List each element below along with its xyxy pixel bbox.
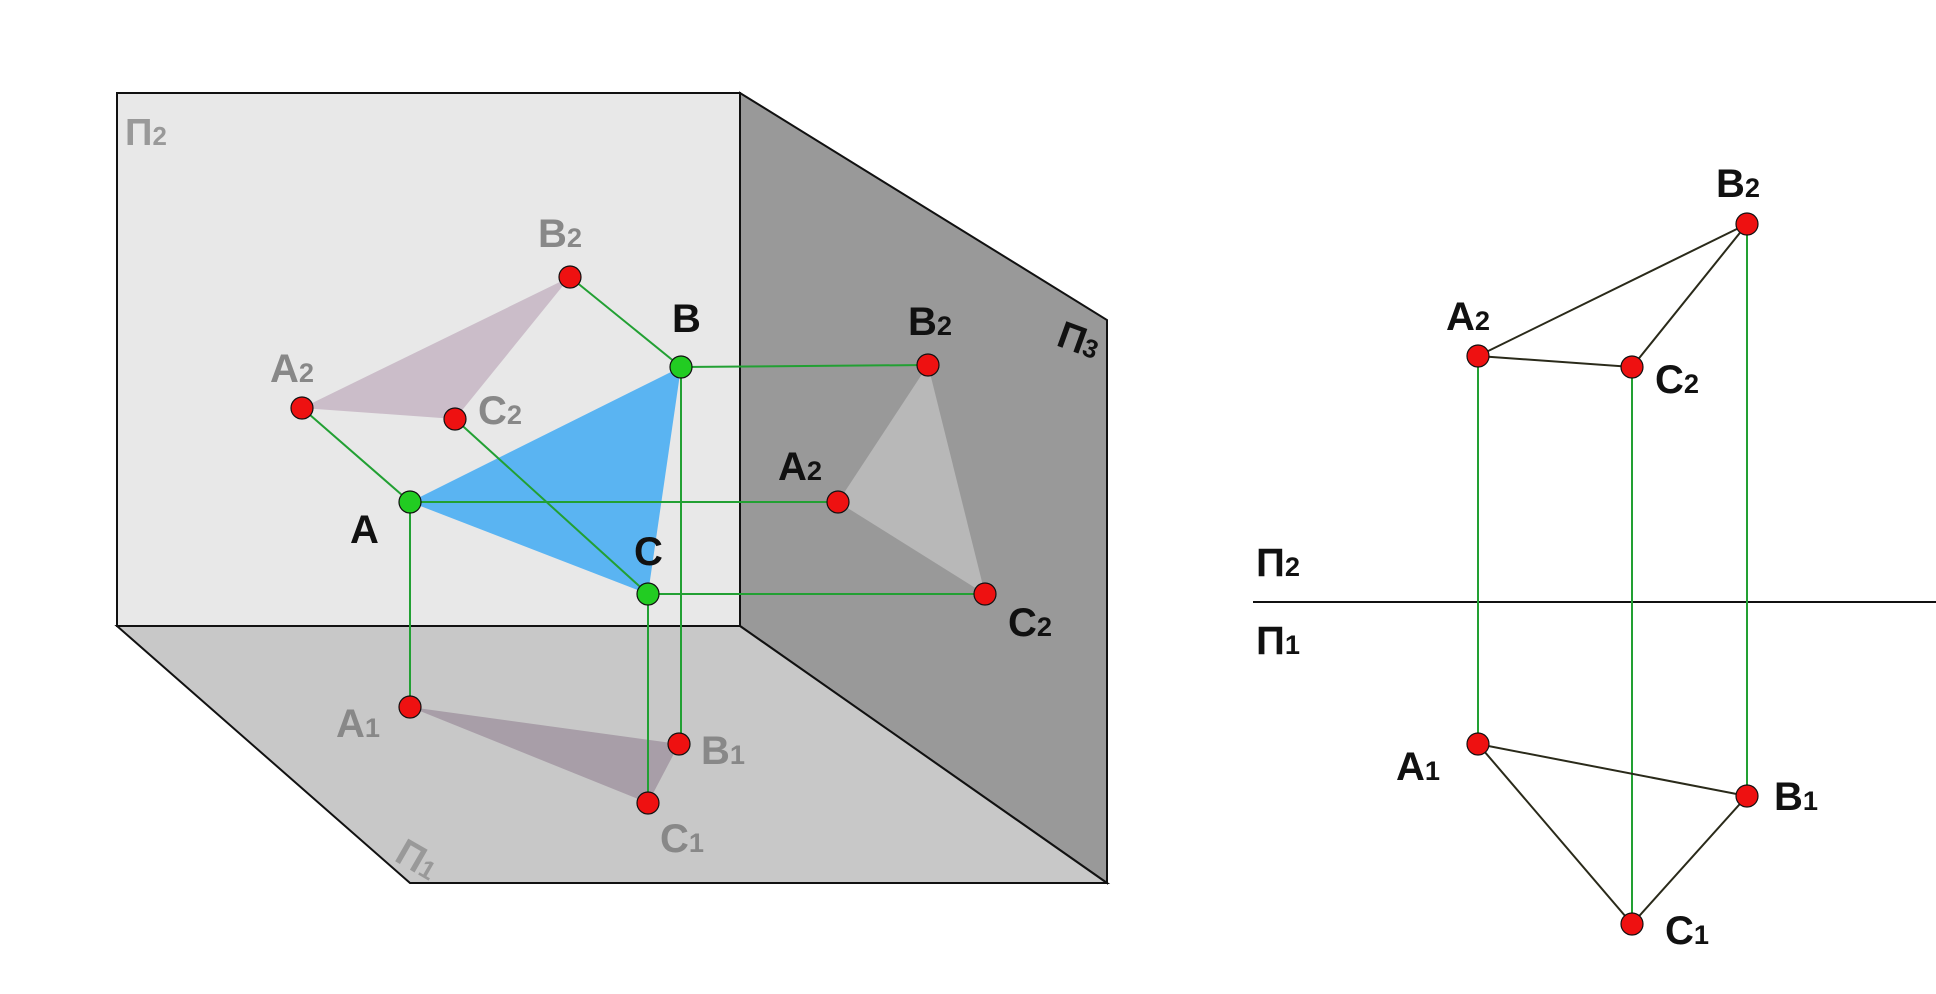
- point-b1-bottom: [667, 732, 691, 756]
- epure-label-a1: A1: [1396, 745, 1440, 789]
- point-b: [669, 355, 693, 379]
- epure-triangle-lower: [1475, 742, 1749, 926]
- point-a2-front: [290, 396, 314, 420]
- label-a2-front: A2: [270, 347, 314, 391]
- epure-point-a2: [1466, 344, 1490, 368]
- epure-label-b1: B1: [1774, 775, 1818, 819]
- point-c2-side: [973, 582, 997, 606]
- epure-label-c1: C1: [1665, 909, 1709, 953]
- epure-point-c2: [1620, 355, 1644, 379]
- epure-point-a1: [1466, 732, 1490, 756]
- point-b2-side: [916, 353, 940, 377]
- link-lines-3d: [301, 276, 985, 803]
- epure: Π2 Π1 B2 A2 C2 A1 B1 C1: [1253, 162, 1936, 953]
- label-a1-bottom: A1: [336, 702, 380, 746]
- label-b2-front: B2: [538, 212, 582, 256]
- point-c: [636, 582, 660, 606]
- epure-axis-label-bottom: Π1: [1256, 619, 1300, 663]
- triangle-front-projection: [302, 277, 570, 419]
- point-c2-front: [443, 407, 467, 431]
- label-c: C: [634, 530, 663, 574]
- label-plane-front: Π2: [125, 112, 167, 154]
- epure-triangle-upper: [1474, 223, 1748, 369]
- point-a2-side: [826, 490, 850, 514]
- points-side-projection: [826, 353, 997, 606]
- point-c1-bottom: [636, 791, 660, 815]
- point-b2-front: [558, 265, 582, 289]
- point-a: [398, 490, 422, 514]
- epure-label-c2: C2: [1655, 358, 1699, 402]
- epure-label-a2: A2: [1446, 295, 1490, 339]
- label-c1-bottom: C1: [660, 817, 704, 861]
- label-b1-bottom: B1: [701, 729, 745, 773]
- triangle-abc: [410, 367, 681, 594]
- label-c2-front: C2: [478, 389, 522, 433]
- triangle-bottom-projection: [410, 707, 679, 803]
- label-b2-side: B2: [908, 300, 952, 344]
- point-a1-bottom: [398, 695, 422, 719]
- triangle-side-projection: [838, 365, 985, 594]
- label-a2-side: A2: [778, 445, 822, 489]
- epure-point-c1: [1620, 912, 1644, 936]
- points-bottom-projection: [398, 695, 691, 815]
- epure-axis-label-top: Π2: [1256, 541, 1300, 585]
- label-c2-side: C2: [1008, 601, 1052, 645]
- link-lines-epure: [1477, 224, 1748, 924]
- epure-point-b2: [1735, 212, 1759, 236]
- label-a: A: [350, 508, 379, 552]
- points-front-projection: [290, 265, 582, 431]
- points-spatial: [398, 355, 693, 606]
- label-b: B: [672, 297, 701, 341]
- epure-label-b2: B2: [1716, 162, 1760, 206]
- epure-point-b1: [1735, 784, 1759, 808]
